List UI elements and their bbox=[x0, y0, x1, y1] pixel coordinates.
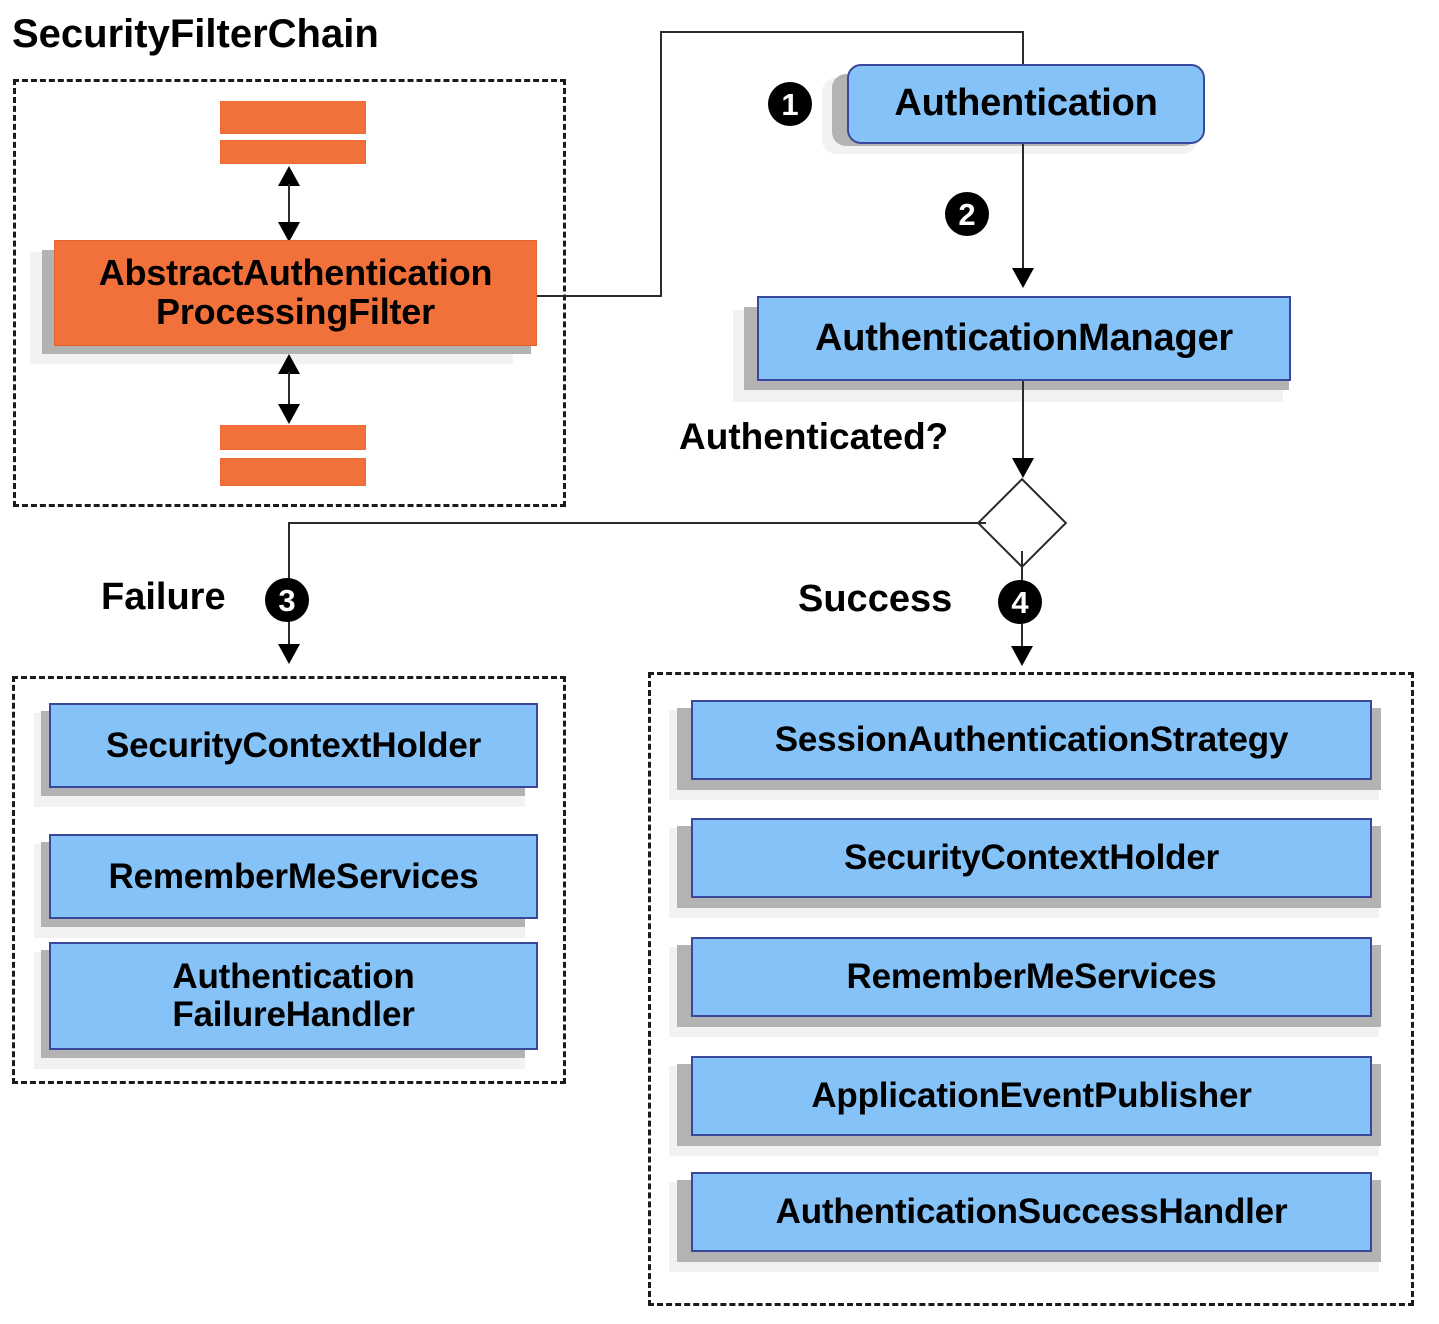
success-label: Success bbox=[798, 578, 953, 620]
step-marker-1: 1 bbox=[768, 82, 812, 126]
connector-filter-to-auth-h2 bbox=[660, 31, 1024, 33]
filter-box-label-line1: AbstractAuthentication bbox=[98, 252, 493, 294]
failure-label: Failure bbox=[101, 576, 226, 618]
page-title: SecurityFilterChain bbox=[12, 12, 379, 56]
connector-manager-to-decision-arrow bbox=[1012, 458, 1034, 478]
connector-filter-to-auth-v bbox=[660, 31, 662, 297]
connector-failure-arrow bbox=[278, 644, 300, 664]
decision-label: Authenticated? bbox=[679, 416, 949, 457]
filter-stripe-top-1 bbox=[220, 101, 366, 134]
step-marker-2: 2 bbox=[945, 192, 989, 236]
abstract-authentication-processing-filter-box[interactable]: AbstractAuthentication ProcessingFilter bbox=[54, 240, 537, 346]
filter-stripe-top-2 bbox=[220, 140, 366, 164]
filter-link-arrow-up-bottom bbox=[278, 354, 300, 374]
success-item-applicationeventpublisher[interactable]: ApplicationEventPublisher bbox=[691, 1056, 1372, 1136]
connector-decision-to-failure-h bbox=[288, 522, 986, 524]
connector-success-arrow bbox=[1011, 646, 1033, 666]
authentication-manager-box[interactable]: AuthenticationManager bbox=[757, 296, 1291, 381]
connector-auth-entry-v bbox=[1022, 31, 1024, 71]
success-item-securitycontextholder[interactable]: SecurityContextHolder bbox=[691, 818, 1372, 898]
success-item-authenticationsuccesshandler[interactable]: AuthenticationSuccessHandler bbox=[691, 1172, 1372, 1252]
connector-auth-to-manager bbox=[1022, 144, 1024, 272]
security-filter-chain-group bbox=[13, 79, 566, 507]
step-marker-4: 4 bbox=[998, 580, 1042, 624]
step-marker-3: 3 bbox=[265, 578, 309, 622]
filter-stripe-bottom-2 bbox=[220, 458, 366, 486]
failure-item-3-label-line1: Authentication bbox=[172, 957, 415, 997]
failure-item-remembermeservices[interactable]: RememberMeServices bbox=[49, 834, 538, 919]
success-item-sessionauthenticationstrategy[interactable]: SessionAuthenticationStrategy bbox=[691, 700, 1372, 780]
failure-item-securitycontextholder[interactable]: SecurityContextHolder bbox=[49, 703, 538, 788]
filter-link-arrow-down-top bbox=[278, 222, 300, 242]
connector-auth-to-manager-arrow bbox=[1012, 268, 1034, 288]
filter-box-label-line2: ProcessingFilter bbox=[156, 291, 435, 332]
filter-link-arrow-down-bottom bbox=[278, 404, 300, 424]
success-item-remembermeservices[interactable]: RememberMeServices bbox=[691, 937, 1372, 1017]
connector-manager-to-decision bbox=[1022, 381, 1024, 462]
failure-item-authenticationfailurehandler[interactable]: Authentication FailureHandler bbox=[49, 942, 538, 1050]
failure-branch-group bbox=[12, 676, 566, 1084]
filter-link-arrow-up-top bbox=[278, 166, 300, 186]
connector-filter-to-auth-h1 bbox=[537, 295, 662, 297]
filter-link-line-bottom bbox=[288, 372, 290, 410]
success-branch-group bbox=[648, 672, 1414, 1306]
filter-link-line-top bbox=[288, 184, 290, 224]
authentication-box[interactable]: Authentication bbox=[847, 64, 1205, 144]
failure-item-3-label-line2: FailureHandler bbox=[172, 995, 415, 1034]
filter-stripe-bottom-1 bbox=[220, 425, 366, 450]
